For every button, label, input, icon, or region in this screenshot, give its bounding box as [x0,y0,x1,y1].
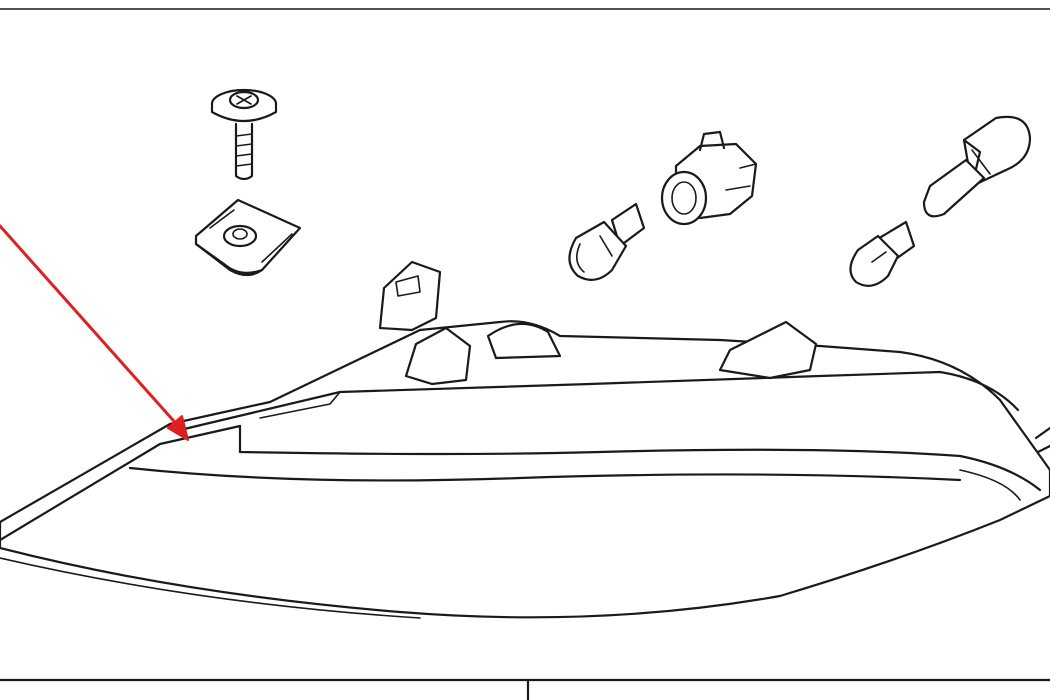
clip-nut-icon [194,198,302,277]
large-bulb-icon [922,115,1032,218]
lamp-housing-icon [0,260,1050,619]
wedge-bulb-icon [568,202,646,281]
diagram-border [0,8,1050,700]
bulb-socket-icon [660,130,758,226]
callout-arrow [0,224,189,441]
flange-screw-icon [210,88,278,181]
wedge-bulb-icon [849,220,916,287]
